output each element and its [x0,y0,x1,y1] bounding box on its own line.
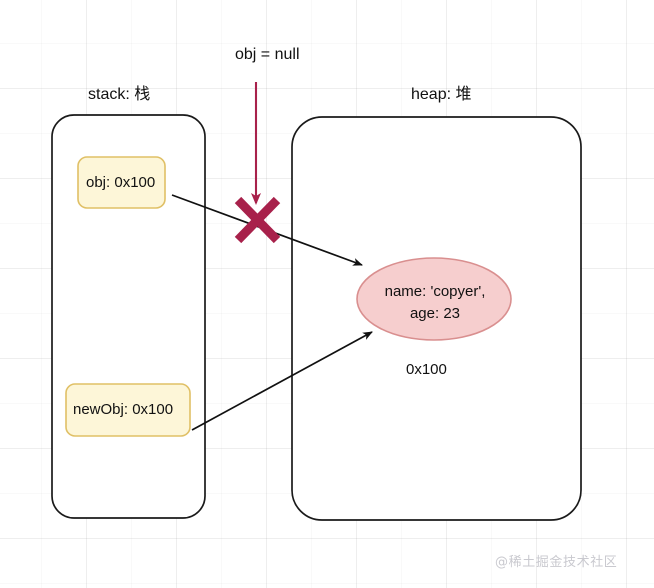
heap-object-ellipse[interactable] [356,257,512,341]
heap-object-address-label: 0x100 [406,361,447,378]
watermark-text: @稀土掘金技术社区 [495,555,618,570]
reference-arrow-newobj [191,331,373,431]
stack-region-label: stack: 栈 [88,86,151,103]
heap-object-label: name: 'copyer', age: 23 [360,281,510,325]
stack-variable-label-newobj: newObj: 0x100 [73,401,174,418]
cross-mark-icon [234,196,281,244]
stack-variable-label-obj: obj: 0x100 [86,174,156,191]
stack-variable-box-newobj[interactable] [65,383,191,437]
heap-object-line-2: age: 23 [409,304,461,322]
heap-region-label: heap: 堆 [411,86,472,103]
heap-object-line-1: name: 'copyer', [384,283,486,300]
stack-variable-box-obj[interactable] [77,156,166,209]
null-assignment-label: obj = null [235,46,300,63]
